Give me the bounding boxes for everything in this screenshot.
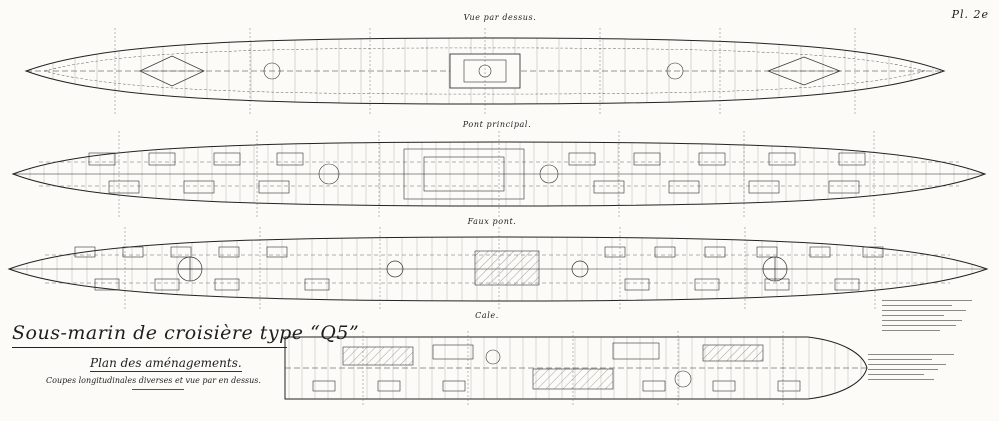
hull-hold-drawing	[284, 331, 868, 405]
scale-mark	[132, 389, 184, 390]
legend-line	[882, 300, 972, 301]
legend-line	[882, 330, 940, 331]
legend-block-upper	[882, 296, 978, 335]
legend-line	[882, 310, 966, 311]
hull-top-plan-drawing	[24, 28, 946, 114]
hull-lower-deck-drawing	[7, 227, 989, 311]
view-label-top-plan: Vue par dessus.	[463, 13, 537, 22]
legend-line	[868, 369, 938, 370]
view-label-main-deck: Pont principal.	[462, 120, 532, 129]
legend-line	[868, 379, 934, 380]
legend-line	[868, 374, 924, 375]
legend-line	[868, 354, 954, 355]
drawing-note: Coupes longitudinales diverses et vue pa…	[46, 376, 261, 385]
view-label-hold: Cale.	[475, 311, 499, 320]
drawing-subtitle: Plan des aménagements.	[90, 356, 242, 372]
legend-line	[882, 305, 952, 306]
legend-block-lower	[868, 350, 960, 384]
legend-line	[882, 315, 944, 316]
title-block: Sous-marin de croisière type “Q5” Plan d…	[12, 322, 359, 390]
legend-line	[868, 359, 932, 360]
legend-line	[882, 320, 962, 321]
legend-line	[882, 325, 956, 326]
plate-number: Pl. 2e	[951, 8, 989, 21]
legend-line	[868, 364, 946, 365]
drawing-title: Sous-marin de croisière type “Q5”	[12, 322, 359, 348]
view-label-lower-deck: Faux pont.	[467, 217, 517, 226]
hull-main-deck-drawing	[11, 131, 987, 217]
